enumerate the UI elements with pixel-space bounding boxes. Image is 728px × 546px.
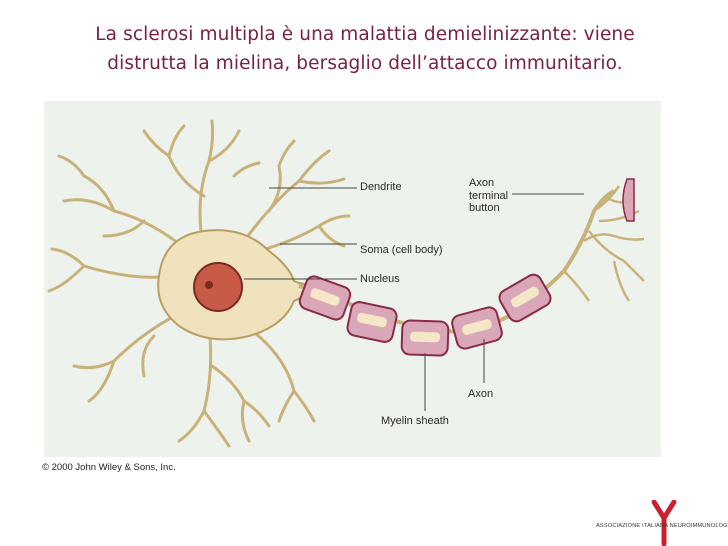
title-line-2: distrutta la mielina, bersaglio dell’att… bbox=[107, 53, 623, 74]
logo-caption: ASSOCIAZIONE ITALIANA NEUROIMMUNOLOGIA bbox=[596, 523, 728, 529]
neuron-diagram: Dendrite Axon terminal button Soma (cell… bbox=[44, 101, 661, 457]
neuron-illustration bbox=[47, 119, 645, 448]
axon-terminal-branches bbox=[563, 185, 645, 302]
label-axon-terminal-line-2: terminal bbox=[469, 189, 509, 202]
axon-fiber bbox=[298, 189, 615, 334]
copyright-notice: © 2000 John Wiley & Sons, Inc. bbox=[42, 462, 176, 473]
nucleus-shape bbox=[193, 262, 243, 312]
label-nucleus: Nucleus bbox=[360, 273, 400, 285]
aini-logo-icon bbox=[651, 500, 677, 546]
label-axon-terminal: Axon terminal button bbox=[469, 177, 508, 215]
label-axon-terminal-line-1: Axon bbox=[469, 177, 495, 189]
title-line-1: La sclerosi multipla è una malattia demi… bbox=[95, 24, 635, 45]
label-dendrite: Dendrite bbox=[360, 181, 402, 193]
terminal-button-shape bbox=[622, 178, 635, 222]
myelin-inner bbox=[310, 286, 540, 343]
myelin-segments bbox=[298, 273, 552, 357]
slide-title: La sclerosi multipla è una malattia demi… bbox=[60, 20, 670, 78]
label-myelin-sheath: Myelin sheath bbox=[381, 415, 449, 427]
label-axon-terminal-line-3: button bbox=[469, 202, 500, 214]
label-axon: Axon bbox=[468, 388, 494, 400]
nucleolus bbox=[205, 281, 213, 289]
label-soma: Soma (cell body) bbox=[360, 244, 443, 256]
leader-lines bbox=[244, 187, 584, 411]
